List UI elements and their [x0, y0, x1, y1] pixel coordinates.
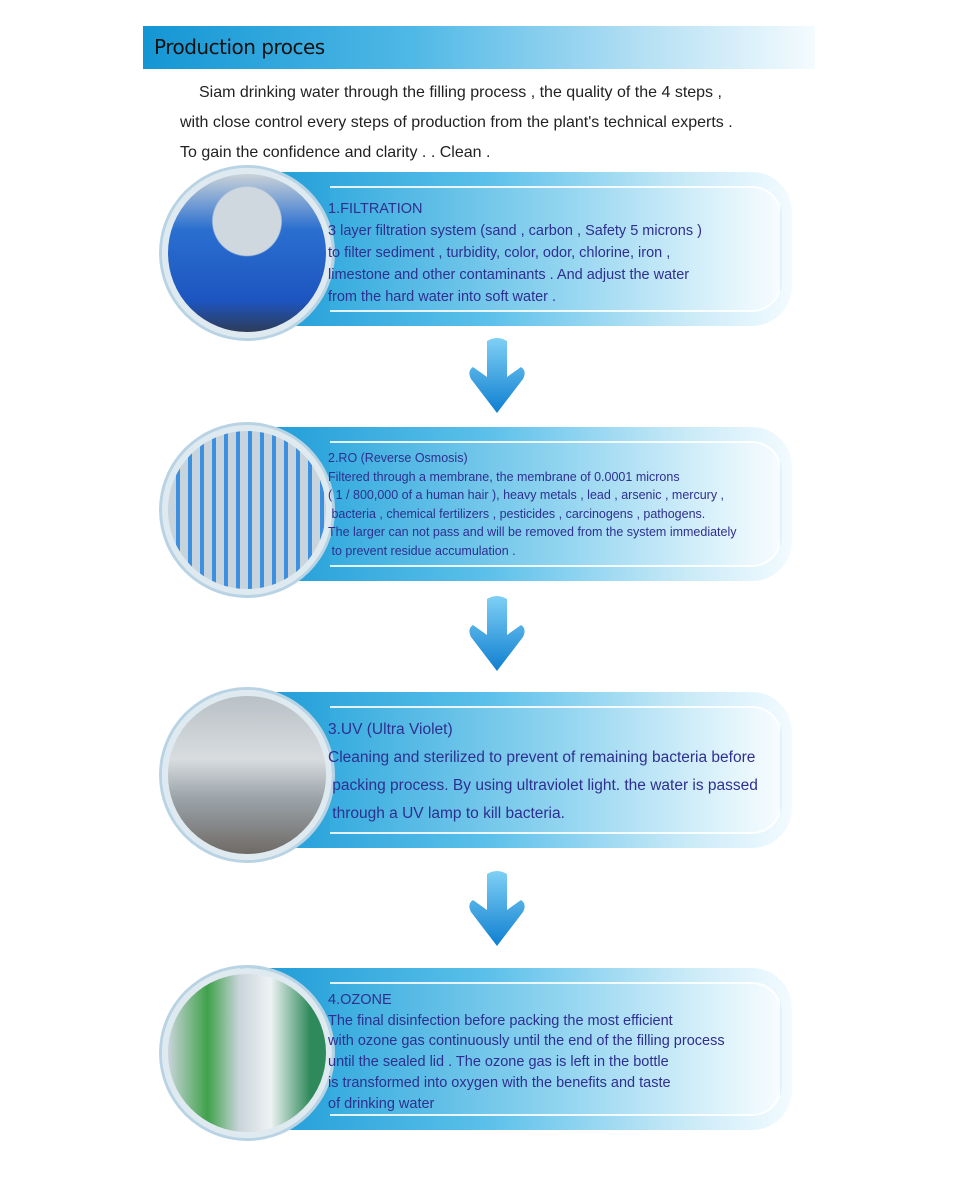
- intro-line: with close control every steps of produc…: [180, 114, 733, 131]
- step-line: The final disinfection before packing th…: [328, 1012, 673, 1029]
- step-line: is transformed into oxygen with the bene…: [328, 1074, 671, 1091]
- section-header: Production proces: [143, 26, 815, 69]
- intro-line: Siam drinking water through the filling …: [199, 84, 722, 101]
- step-title: 3.UV (Ultra Violet): [328, 721, 453, 738]
- step-line: Filtered through a membrane, the membran…: [328, 469, 680, 484]
- intro-line: To gain the confidence and clarity . . C…: [180, 144, 491, 161]
- step-line: with ozone gas continuously until the en…: [328, 1033, 725, 1050]
- step-filtration: 1.FILTRATION 3 layer filtration system (…: [160, 168, 792, 338]
- step-ro: 2.RO (Reverse Osmosis) Filtered through …: [160, 425, 792, 595]
- step-line: The larger can not pass and will be remo…: [328, 525, 737, 539]
- section-title: Production proces: [154, 35, 325, 59]
- step-title: 2.RO (Reverse Osmosis): [328, 451, 468, 465]
- step-line: Cleaning and sterilized to prevent of re…: [328, 749, 756, 766]
- step-line: limestone and other contaminants . And a…: [328, 267, 690, 283]
- step-uv: 3.UV (Ultra Violet) Cleaning and sterili…: [160, 690, 792, 860]
- step-line: bacteria , chemical fertilizers , pestic…: [328, 506, 706, 521]
- step-line: 3 layer filtration system (sand , carbon…: [328, 223, 702, 239]
- step-line: of drinking water: [328, 1095, 435, 1112]
- step-ozone: 4.OZONE The final disinfection before pa…: [160, 968, 792, 1138]
- step-line: to prevent residue accumulation .: [328, 543, 516, 558]
- step-line: until the sealed lid . The ozone gas is …: [328, 1054, 669, 1071]
- step-title: 1.FILTRATION: [328, 201, 423, 217]
- step-title: 4.OZONE: [328, 992, 392, 1008]
- arrow-down-icon: [469, 596, 525, 671]
- step-line: through a UV lamp to kill bacteria.: [328, 805, 565, 822]
- step-line: from the hard water into soft water .: [328, 289, 557, 305]
- step-line: to filter sediment , turbidity, color, o…: [328, 245, 671, 261]
- ozone-photo: [162, 968, 332, 1138]
- step-line: packing process. By using ultraviolet li…: [328, 777, 758, 794]
- uv-photo: [162, 690, 332, 860]
- intro-text: Siam drinking water through the filling …: [180, 78, 800, 168]
- step-line: ( 1 / 800,000 of a human hair ), heavy m…: [328, 488, 725, 502]
- arrow-down-icon: [469, 338, 525, 413]
- ro-photo: [162, 425, 332, 595]
- filtration-photo: [162, 168, 332, 338]
- arrow-down-icon: [469, 871, 525, 946]
